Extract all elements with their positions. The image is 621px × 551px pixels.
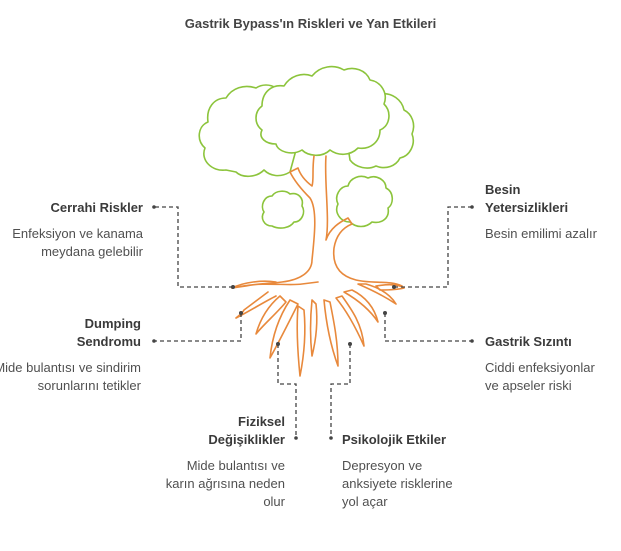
connector-sizinti: [384, 313, 472, 342]
canopy-cloud-small-right: [335, 175, 394, 228]
item-description: Mide bulantısı ve sindirim sorunlarını t…: [0, 360, 141, 393]
item-description: Ciddi enfeksiyonlar ve apseler riski: [485, 360, 595, 393]
item-fiziksel-degisiklikler: Fiziksel Değişiklikler Mide bulantısı ve…: [155, 413, 285, 511]
connectors: [154, 206, 472, 438]
item-heading: Besin Yetersizlikleri: [485, 182, 569, 215]
root-right-4: [323, 299, 339, 367]
canopy-cloud-small-left: [261, 190, 305, 229]
connector-psikolojik: [330, 344, 351, 438]
dot-sizinti-root: [383, 311, 387, 315]
item-psikolojik-etkiler: Psikolojik Etkiler Depresyon ve anksiyet…: [342, 431, 472, 511]
root-right-3: [335, 295, 365, 347]
tree-trunk-roots: [231, 155, 405, 377]
item-description: Enfeksiyon ve kanama meydana gelebilir: [12, 226, 143, 259]
connector-besin: [394, 206, 472, 288]
dot-besin-root: [392, 285, 396, 289]
item-heading: Cerrahi Riskler: [50, 200, 144, 215]
root-left-2: [255, 295, 287, 335]
dot-psikolojik-end: [329, 436, 333, 440]
root-left-4: [296, 305, 306, 377]
item-gastrik-sizinti: Gastrik Sızıntı Ciddi enfeksiyonlar ve a…: [485, 333, 595, 395]
dot-besin-end: [470, 205, 474, 209]
item-dumping-sendromu: Dumping Sendromu Mide bulantısı ve sindi…: [0, 315, 141, 395]
root-center: [309, 299, 318, 357]
root-left-3: [269, 299, 299, 359]
root-left-1: [231, 280, 277, 319]
dot-cerrahi-root: [231, 285, 235, 289]
dot-sizinti-end: [470, 339, 474, 343]
dot-dumping-root: [239, 311, 243, 315]
root-right-2: [343, 289, 379, 323]
item-description: Depresyon ve anksiyete risklerine yol aç…: [342, 458, 453, 509]
item-heading: Psikolojik Etkiler: [342, 432, 447, 447]
dot-psikolojik-root: [348, 342, 352, 346]
dot-fiziksel-end: [294, 436, 298, 440]
item-heading: Fiziksel Değişiklikler: [208, 414, 285, 447]
root-right-1: [357, 283, 397, 305]
root-right-0: [375, 283, 405, 291]
connector-cerrahi: [154, 206, 233, 288]
item-cerrahi-riskler: Cerrahi Riskler Enfeksiyon ve kanama mey…: [0, 199, 143, 261]
item-heading: Dumping Sendromu: [76, 316, 141, 349]
dot-cerrahi-end: [152, 205, 156, 209]
item-besin-yetersizlikleri: Besin Yetersizlikleri Besin emilimi azal…: [485, 181, 605, 243]
item-heading: Gastrik Sızıntı: [485, 334, 572, 349]
dot-fiziksel-root: [276, 342, 280, 346]
canopy-cloud-center: [255, 65, 390, 157]
item-description: Mide bulantısı ve karın ağrısına neden o…: [165, 458, 285, 509]
connector-dumping: [154, 313, 242, 342]
connector-fiziksel: [277, 344, 297, 438]
dot-dumping-end: [152, 339, 156, 343]
tree-canopy: [198, 65, 415, 229]
item-description: Besin emilimi azalır: [485, 226, 597, 241]
connector-dots: [152, 205, 474, 440]
diagram-title: Gastrik Bypass'ın Riskleri ve Yan Etkile…: [184, 16, 437, 31]
